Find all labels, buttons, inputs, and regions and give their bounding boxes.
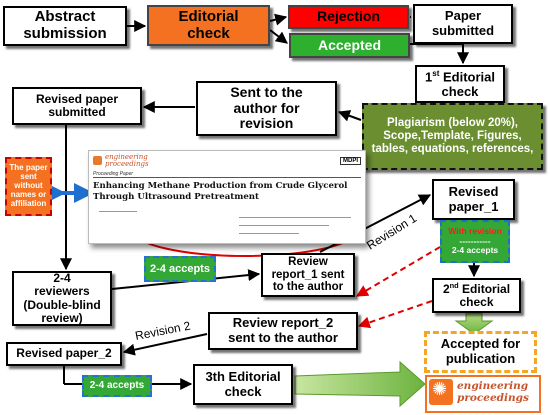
node-rejection: Rejection bbox=[288, 5, 409, 29]
node-abstract-submission: Abstract submission bbox=[3, 6, 127, 46]
preview-affiliation-line bbox=[239, 233, 299, 234]
green-arrow-editorial2-to-accepted bbox=[454, 312, 494, 335]
node-accepts-reviewers: 2-4 accepts bbox=[144, 256, 216, 282]
preview-section: Proceeding Paper bbox=[93, 171, 134, 177]
node-second-editorial-check: 2nd Editorial check bbox=[432, 278, 521, 313]
preview-title: Enhancing Methane Production from Crude … bbox=[93, 181, 348, 202]
with-revision-accepts: 2-4 accepts bbox=[451, 245, 499, 256]
node-editorial-check: Editorial check bbox=[147, 5, 270, 46]
node-revised-paper-2: Revised paper_2 bbox=[6, 342, 122, 366]
node-sent-to-author: Sent to the author for revision bbox=[196, 81, 337, 136]
node-plagiarism-check: Plagiarism (below 20%), Scope,Template, … bbox=[362, 103, 543, 170]
node-paper-submitted: Paper submitted bbox=[413, 4, 513, 44]
node-revised-paper-submitted: Revised paper submitted bbox=[12, 87, 142, 125]
node-accepted-for-publication: Accepted for publication bbox=[424, 331, 537, 373]
with-revision-separator: ----------- bbox=[459, 235, 491, 246]
first-editorial-suffix: st bbox=[432, 68, 440, 78]
second-editorial-label: Editorial check bbox=[459, 281, 511, 309]
first-editorial-label: Editorial check bbox=[441, 69, 495, 99]
node-with-revision: With revision-----------2-4 accepts bbox=[440, 220, 510, 263]
preview-affiliation-line bbox=[239, 225, 329, 226]
with-revision-label: With revision bbox=[448, 226, 502, 237]
dashed-arrow-editorial2-to-review2 bbox=[357, 300, 433, 329]
node-accepted: Accepted bbox=[289, 33, 410, 58]
journal-emblem-icon bbox=[429, 379, 453, 405]
node-review-report-2: Review report_2 sent to the author bbox=[208, 312, 358, 350]
preview-journal-name: engineering proceedings bbox=[105, 153, 149, 169]
second-editorial-suffix: nd bbox=[449, 280, 459, 290]
dashed-arrow-withrevision-to-review1 bbox=[355, 246, 441, 297]
label-revision-1: Revision 1 bbox=[364, 211, 419, 253]
preview-affiliation-line bbox=[239, 217, 351, 218]
second-editorial-number: 2 bbox=[442, 281, 450, 296]
node-review-report-1: Review report_1 sent to the author bbox=[261, 253, 355, 297]
preview-publisher: MDPI bbox=[340, 157, 361, 165]
node-paper-without-names: The paper sent without names or affiliat… bbox=[5, 157, 52, 216]
journal-logo-text: engineering proceedings bbox=[457, 380, 529, 405]
arrow-review2-to-revised2 bbox=[122, 333, 208, 356]
arrow-accepted-to-paper-submitted bbox=[410, 43, 464, 46]
paper-preview: engineering proceedings MDPI Proceeding … bbox=[88, 150, 366, 244]
journal-logo-icon bbox=[93, 156, 102, 165]
node-first-editorial-check: 1st Editorial check bbox=[415, 65, 505, 103]
node-accepts-final: 2-4 accepts bbox=[82, 375, 152, 397]
arrow-editorial-to-accepted bbox=[269, 29, 288, 44]
green-arrow-editorial3-to-logo bbox=[294, 360, 426, 408]
preview-divider bbox=[93, 177, 361, 178]
journal-logo: engineering proceedings bbox=[425, 375, 541, 413]
preview-author-line bbox=[99, 211, 137, 212]
node-revised-paper-1: Revised paper_1 bbox=[432, 179, 515, 220]
first-editorial-number: 1 bbox=[424, 69, 433, 85]
node-third-editorial-check: 3th Editorial check bbox=[193, 364, 293, 405]
arrow-editorial-to-rejection bbox=[269, 13, 288, 26]
node-reviewers: 2-4 reviewers (Double-blind review) bbox=[12, 271, 112, 326]
arrow-plagiarism-to-sent bbox=[337, 110, 362, 122]
